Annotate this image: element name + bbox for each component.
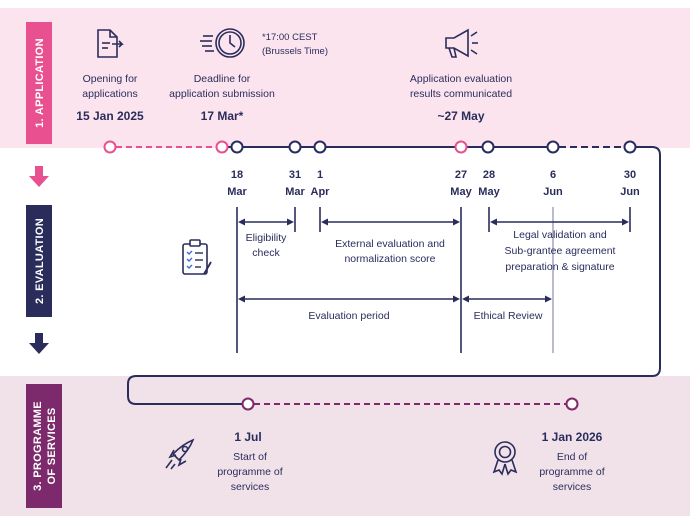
date-1-month: Apr [311, 186, 331, 198]
external-label-1: External evaluation and [335, 238, 445, 250]
legal-label-1: Legal validation and [513, 229, 607, 241]
arrow-down-pink-icon [29, 166, 49, 187]
megaphone-icon [445, 28, 478, 58]
marker-1-apr [313, 140, 327, 154]
services-band [0, 376, 690, 516]
phase-2-label: 2. EVALUATION [34, 218, 46, 304]
services-end-date: 1 Jan 2026 [542, 430, 603, 444]
opening-label-2: applications [82, 88, 137, 100]
services-start-label-1: Start of [233, 451, 267, 463]
date-18-month: Mar [227, 186, 247, 198]
document-icon [97, 29, 124, 58]
date-30-day: 30 [624, 169, 636, 181]
marker-end-services [565, 397, 579, 411]
deadline-label-1: Deadline for [194, 73, 251, 85]
evaluation-period-arrow [238, 295, 460, 303]
phase-3-label-line2: OF SERVICES [46, 407, 58, 484]
date-30-month: Jun [620, 186, 640, 198]
eligibility-label-1: Eligibility [246, 232, 288, 244]
date-28-day: 28 [483, 169, 495, 181]
date-1-day: 1 [317, 169, 323, 181]
date-31-day: 31 [289, 169, 301, 181]
legal-span-arrow [490, 218, 629, 226]
services-end-label-1: End of [557, 451, 587, 463]
deadline-label-2: application submission [169, 88, 275, 100]
marker-18-mar [230, 140, 244, 154]
marker-27-may [454, 140, 468, 154]
rocket-icon [165, 438, 195, 470]
date-31-month: Mar [285, 186, 305, 198]
phase-1-tab [26, 22, 52, 144]
eligibility-label-2: check [252, 247, 280, 259]
results-label-1: Application evaluation [410, 73, 512, 85]
date-18-day: 18 [231, 169, 243, 181]
deadline-note-1: *17:00 CEST [262, 32, 318, 43]
application-band [0, 8, 690, 148]
timeline-connector [127, 146, 661, 405]
eligibility-span-arrow [238, 218, 294, 226]
phase-2-tab [26, 205, 52, 317]
marker-28-may [481, 140, 495, 154]
services-start-label-2: programme of [217, 466, 282, 478]
date-6-month: Jun [543, 186, 563, 198]
external-span-arrow [321, 218, 460, 226]
services-end-label-3: services [553, 481, 592, 493]
legal-label-3: preparation & signature [505, 261, 614, 273]
opening-date: 15 Jan 2025 [76, 109, 144, 123]
date-27-day: 27 [455, 169, 467, 181]
evaluation-period-label: Evaluation period [308, 310, 389, 322]
arrow-down-navy-icon [29, 333, 49, 354]
checklist-icon [182, 239, 212, 275]
marker-31-mar [288, 140, 302, 154]
marker-deadline [215, 140, 229, 154]
external-label-2: normalization score [344, 253, 435, 265]
marker-30-jun [623, 140, 637, 154]
ethical-review-arrow [462, 295, 552, 303]
marker-opening [103, 140, 117, 154]
date-27-month: May [450, 186, 472, 198]
marker-6-jun [546, 140, 560, 154]
services-start-date: 1 Jul [234, 430, 261, 444]
opening-label-1: Opening for [83, 73, 138, 85]
ethical-review-label: Ethical Review [474, 310, 543, 322]
phase-1-label: 1. APPLICATION [34, 38, 46, 128]
results-date: ~27 May [437, 109, 484, 123]
clock-icon [200, 28, 245, 58]
deadline-note-2: (Brussels Time) [262, 46, 328, 57]
award-icon [492, 441, 518, 476]
services-start-label-3: services [231, 481, 270, 493]
marker-start-services [241, 397, 255, 411]
date-6-day: 6 [550, 169, 556, 181]
results-label-2: results communicated [410, 88, 512, 100]
phase-3-label-line1: 3. PROGRAMME [32, 401, 44, 491]
phase-3-tab [26, 384, 62, 508]
date-28-month: May [478, 186, 500, 198]
services-end-label-2: programme of [539, 466, 604, 478]
legal-label-2: Sub-grantee agreement [505, 245, 616, 257]
deadline-date: 17 Mar* [201, 109, 244, 123]
